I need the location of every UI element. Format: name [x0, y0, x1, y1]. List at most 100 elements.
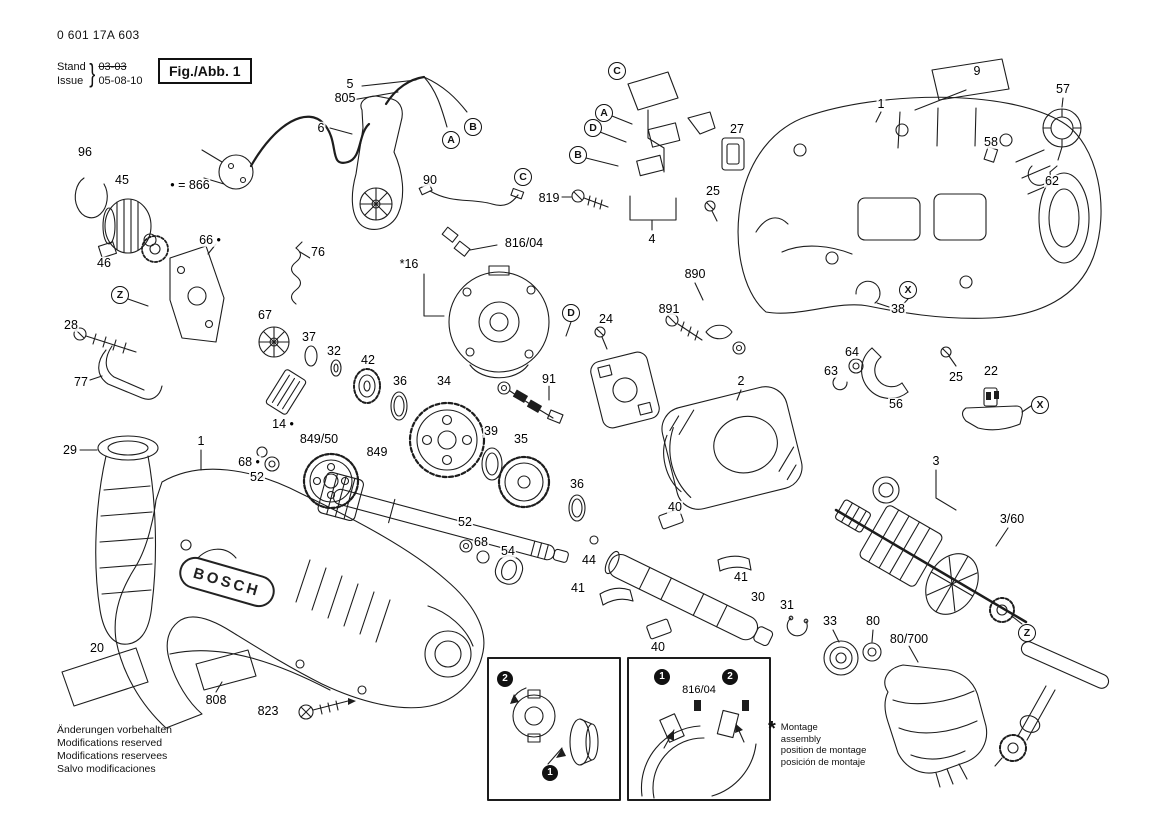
modifications-line-3: Modifications reservees: [57, 750, 168, 762]
part-label-41: 41: [733, 569, 749, 584]
part-label-46: 46: [96, 255, 112, 270]
circled-letter-x: X: [899, 281, 917, 299]
part-label-849-50: 849/50: [298, 431, 340, 446]
part-label-56: 56: [888, 396, 904, 411]
modifications-line-4: Salvo modificaciones: [57, 763, 156, 775]
circlip-31-art: [786, 615, 882, 676]
part-label-1: 1: [876, 96, 886, 111]
part-label-80-700: 80/700: [888, 631, 930, 646]
modifications-line-1: Änderungen vorbehalten: [57, 724, 173, 736]
brush-plate-assembly-art: [585, 71, 716, 231]
inset1-badge-bottom: 1: [542, 765, 558, 781]
part-label-3: 3: [931, 453, 941, 468]
part-label-68: 68: [473, 534, 489, 549]
new-date: 05-08-10: [98, 74, 143, 87]
montage-line-4: posición de montaje: [780, 756, 866, 768]
part-label-36: 36: [392, 373, 408, 388]
issue-brace: }: [89, 58, 96, 88]
part-label-54: 54: [500, 543, 516, 558]
modifications-note: Änderungen vorbehalten Modifications res…: [57, 724, 172, 776]
montage-note: * Montage assembly position de montage p…: [768, 718, 867, 768]
part-label-866: • = 866: [169, 177, 211, 192]
issue-block: Stand Issue } 03-03 05-08-10: [57, 58, 142, 89]
cap-57-art: [983, 97, 1082, 186]
connector-816-04-art: [441, 226, 498, 257]
part-label-35: 35: [513, 431, 529, 446]
part-label-890: 890: [683, 266, 707, 281]
circled-letter-c: C: [514, 168, 532, 186]
old-date: 03-03: [98, 60, 127, 73]
part-label-58: 58: [983, 134, 999, 149]
switch-handle-art: [351, 95, 404, 230]
part-label-808: 808: [204, 692, 228, 707]
part-label-14: 14 •: [271, 416, 295, 431]
part-label-25: 25: [948, 369, 964, 384]
screw-819-art: [561, 189, 609, 210]
montage-asterisk: *: [768, 718, 776, 740]
lead-wire-91-art: [497, 321, 608, 424]
label-plate-9-art: [914, 58, 1010, 111]
part-label-3-60: 3/60: [998, 511, 1026, 526]
inset2-ref-label: 816/04: [681, 684, 717, 696]
part-label-805: 805: [333, 90, 357, 105]
stand-label: Stand: [57, 60, 86, 73]
drill-chuck-art: [884, 645, 988, 788]
part-label-27: 27: [729, 121, 745, 136]
part-label-96: 96: [77, 144, 93, 159]
part-label-31: 31: [779, 597, 795, 612]
part-label-67: 67: [257, 307, 273, 322]
part-label-1: 1: [196, 433, 206, 448]
part-label-4: 4: [647, 231, 657, 246]
part-label-80: 80: [865, 613, 881, 628]
part-label-849: 849: [365, 444, 389, 459]
part-label-28: 28: [63, 317, 79, 332]
part-label-45: 45: [114, 172, 130, 187]
modifications-line-2: Modifications reserved: [57, 737, 163, 749]
circled-letter-a: A: [595, 104, 613, 122]
armature-3-60-art: [834, 469, 1028, 625]
bearing-mid-art: [872, 476, 900, 504]
montage-line-2: assembly: [780, 733, 821, 745]
circled-letter-z: Z: [111, 286, 129, 304]
part-label-63: 63: [823, 363, 839, 378]
part-label-42: 42: [360, 352, 376, 367]
circled-letter-c: C: [608, 62, 626, 80]
part-label-36: 36: [569, 476, 585, 491]
circled-letter-b: B: [464, 118, 482, 136]
circled-letter-d: D: [562, 304, 580, 322]
montage-line-1: Montage: [780, 722, 818, 733]
inset2-badge-left: 1: [654, 669, 670, 685]
gear-train-art: [256, 326, 599, 585]
part-label-25: 25: [705, 183, 721, 198]
part-label-823: 823: [256, 703, 280, 718]
circled-letter-a: A: [442, 131, 460, 149]
part-label-40: 40: [667, 499, 683, 514]
circled-letter-x: X: [1031, 396, 1049, 414]
part-label-819: 819: [537, 190, 561, 205]
part-label-30: 30: [750, 589, 766, 604]
screw-891-art: [665, 282, 746, 355]
part-label-16: *16: [398, 256, 420, 271]
power-plug-and-cord-art: [201, 75, 468, 190]
part-label-32: 32: [326, 343, 342, 358]
part-label-52: 52: [249, 469, 265, 484]
montage-line-3: position de montage: [780, 745, 867, 756]
part-label-41: 41: [570, 580, 586, 595]
issue-label: Issue: [57, 74, 84, 87]
stator-leader: [736, 389, 742, 401]
part-label-38: 38: [890, 301, 906, 316]
impact-shaft-30-art: [604, 550, 774, 647]
part-label-57: 57: [1055, 81, 1071, 96]
part-label-91: 91: [541, 371, 557, 386]
part-label-9: 9: [972, 63, 982, 78]
wire-90-art: [418, 183, 525, 206]
circled-letter-d: D: [584, 119, 602, 137]
part-label-90: 90: [422, 172, 438, 187]
part-label-33: 33: [822, 613, 838, 628]
housing-main-art: [114, 449, 485, 729]
part-label-2: 2: [736, 373, 746, 388]
inset1-badge-top: 2: [497, 671, 513, 687]
part-label-29: 29: [62, 442, 78, 457]
